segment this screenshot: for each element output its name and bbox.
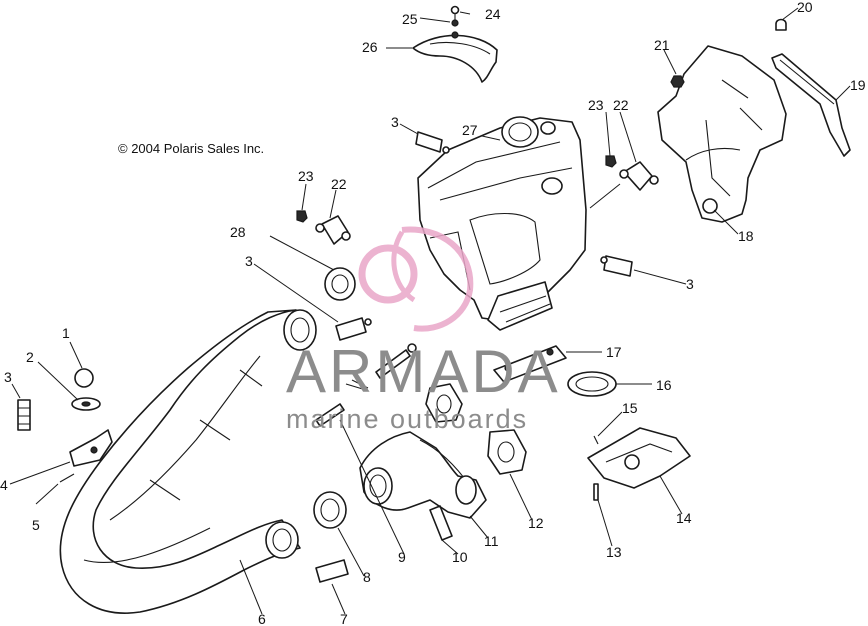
part-sensor-9 — [315, 379, 369, 427]
part-screw-5 — [59, 473, 75, 483]
part-gasket-ring-16 — [567, 371, 617, 397]
callout-1: 1 — [62, 325, 70, 341]
watermark-subtitle: marine outboards — [286, 404, 528, 434]
part-screw-13 — [593, 483, 599, 501]
part-heat-shield-top — [412, 31, 498, 83]
callout-4: 4 — [0, 477, 8, 493]
callout-3-upper: 3 — [391, 114, 399, 130]
part-bracket-clip-4 — [69, 429, 113, 467]
callout-6: 6 — [258, 611, 266, 626]
callout-27: 27 — [462, 122, 478, 138]
callout-10: 10 — [452, 549, 468, 565]
callout-15: 15 — [622, 400, 638, 416]
part-gasket-ring-8 — [313, 491, 347, 529]
part-nut-21 — [670, 75, 685, 88]
part-spring-right — [600, 255, 633, 277]
callout-22-right: 22 — [613, 97, 629, 113]
callout-9: 9 — [398, 549, 406, 565]
part-silencer-box — [417, 116, 587, 331]
part-washer-2 — [71, 397, 101, 411]
part-stud-10 — [429, 505, 453, 541]
part-plate-17 — [493, 345, 567, 383]
part-heat-shield-lower — [587, 427, 691, 489]
part-sensor-upper — [375, 343, 417, 379]
part-mount-left — [296, 210, 351, 245]
part-nut-20 — [775, 18, 787, 31]
part-bolt-top — [450, 5, 460, 27]
callout-11: 11 — [484, 533, 499, 549]
callout-3-right: 3 — [686, 276, 694, 292]
callout-18: 18 — [738, 228, 754, 244]
callout-25: 25 — [402, 11, 418, 27]
part-gasket-ring-28 — [324, 267, 356, 301]
callout-12: 12 — [528, 515, 544, 531]
callout-28: 28 — [230, 224, 246, 240]
part-exhaust-pipe — [59, 309, 317, 614]
part-screw-15 — [593, 435, 599, 445]
part-spring-upper — [415, 131, 450, 154]
armada-logo-mark — [358, 226, 474, 332]
callout-21: 21 — [654, 37, 670, 53]
part-bracket — [771, 53, 851, 157]
callout-20: 20 — [797, 0, 813, 15]
callout-23-left: 23 — [298, 168, 314, 184]
copyright-text: © 2004 Polaris Sales Inc. — [118, 141, 264, 156]
part-grommet-1 — [74, 368, 94, 388]
callout-22-left: 22 — [331, 176, 347, 192]
callout-2: 2 — [26, 349, 34, 365]
callout-19: 19 — [850, 77, 866, 93]
callout-3-mid: 3 — [245, 253, 253, 269]
part-spring-bottom — [315, 559, 349, 583]
leader-lines — [9, 7, 851, 615]
part-heat-shield-right — [657, 45, 787, 223]
part-spring-mid — [335, 317, 372, 341]
callout-3-left: 3 — [4, 369, 12, 385]
watermark-title: ARMADA — [286, 338, 561, 405]
callout-13: 13 — [606, 544, 622, 560]
callout-7: 7 — [340, 611, 348, 626]
callout-14: 14 — [676, 510, 692, 526]
part-spring-left — [17, 399, 31, 431]
part-exhaust-manifold — [359, 431, 487, 519]
part-gasket-plate-upper — [425, 383, 463, 423]
callout-23-right: 23 — [588, 97, 604, 113]
callout-8: 8 — [363, 569, 371, 585]
callout-5: 5 — [32, 517, 40, 533]
callout-26: 26 — [362, 39, 378, 55]
callout-24: 24 — [485, 6, 501, 22]
armada-watermark: ARMADA marine outboards — [286, 226, 561, 434]
callout-17: 17 — [606, 344, 622, 360]
callout-16: 16 — [656, 377, 672, 393]
part-mount-right — [605, 155, 659, 191]
part-gasket-plate-12 — [487, 429, 527, 475]
